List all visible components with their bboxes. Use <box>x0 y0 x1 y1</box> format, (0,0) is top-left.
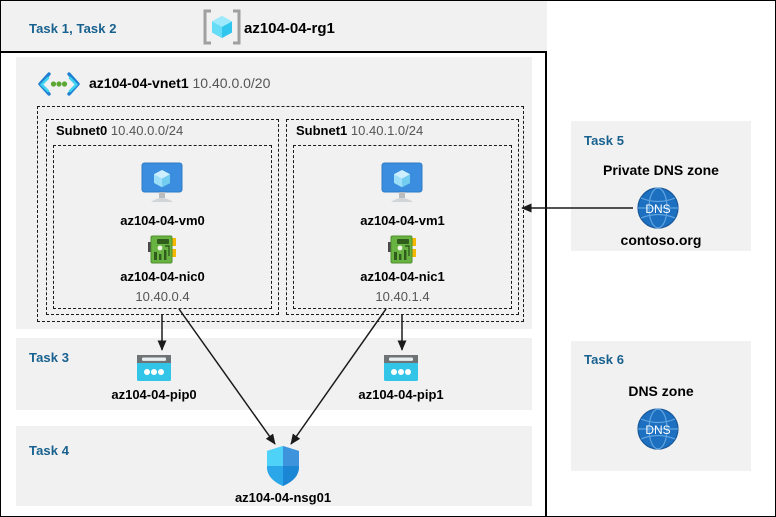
task-label-3: Task 3 <box>29 350 70 365</box>
dns-zone-icon-public: DNS <box>635 406 681 452</box>
public-ip-label-1: az104-04-pip1 <box>358 387 444 402</box>
nic-label-0: az104-04-nic0 <box>120 269 205 284</box>
task-label-6: Task 6 <box>584 352 625 367</box>
dns-zone-heading: DNS zone <box>628 383 694 399</box>
private-dns-zone-panel <box>571 121 751 251</box>
public-ip-icon-1 <box>382 353 420 383</box>
network-security-group-icon <box>265 444 301 488</box>
subnet-name-1: Subnet1 <box>296 123 348 138</box>
nic-label-1: az104-04-nic1 <box>360 269 445 284</box>
task-label-1-2: Task 1, Task 2 <box>29 21 117 36</box>
vm-label-1: az104-04-vm1 <box>360 213 445 228</box>
virtual-machine-icon-0 <box>137 161 187 205</box>
vm-group-box-1 <box>293 145 512 309</box>
virtual-machine-icon-1 <box>377 161 427 205</box>
dns-zone-icon-private: DNS <box>635 185 681 231</box>
vnet-title: az104-04-vnet1 10.40.0.0/20 <box>89 75 270 91</box>
svg-text:DNS: DNS <box>645 202 670 216</box>
nic-ip-1: 10.40.1.4 <box>375 289 430 304</box>
subnet-box-0 <box>46 119 279 315</box>
subnet-cidr-1: 10.40.1.0/24 <box>350 123 424 138</box>
resource-group-icon <box>201 7 243 47</box>
task-label-4: Task 4 <box>29 443 70 458</box>
network-interface-icon-1 <box>385 234 419 266</box>
nic-ip-0: 10.40.0.4 <box>135 289 190 304</box>
public-ip-label-0: az104-04-pip0 <box>111 387 197 402</box>
task-label-5: Task 5 <box>584 133 625 148</box>
virtual-network-icon <box>37 71 81 97</box>
resource-group-header <box>1 1 547 51</box>
subnet-title-1: Subnet1 10.40.1.0/24 <box>296 123 423 138</box>
private-dns-zone-name: contoso.org <box>620 232 702 248</box>
public-ip-icon-0 <box>135 353 173 383</box>
vnet-panel <box>16 57 532 329</box>
vnet-cidr: 10.40.0.0/20 <box>192 75 271 91</box>
vm-group-box-0 <box>53 145 272 309</box>
resource-group-name: az104-04-rg1 <box>244 20 335 37</box>
nsg-label: az104-04-nsg01 <box>234 490 332 505</box>
subnets-container <box>37 106 524 322</box>
svg-text:DNS: DNS <box>645 423 670 437</box>
network-interface-icon-0 <box>145 234 179 266</box>
subnet-cidr-0: 10.40.0.0/24 <box>110 123 184 138</box>
subnet-name-0: Subnet0 <box>56 123 108 138</box>
vm-label-0: az104-04-vm0 <box>120 213 205 228</box>
subnet-title-0: Subnet0 10.40.0.0/24 <box>56 123 183 138</box>
vnet-name: az104-04-vnet1 <box>89 75 189 91</box>
subnet-box-1 <box>286 119 519 315</box>
private-dns-zone-heading: Private DNS zone <box>603 162 719 178</box>
